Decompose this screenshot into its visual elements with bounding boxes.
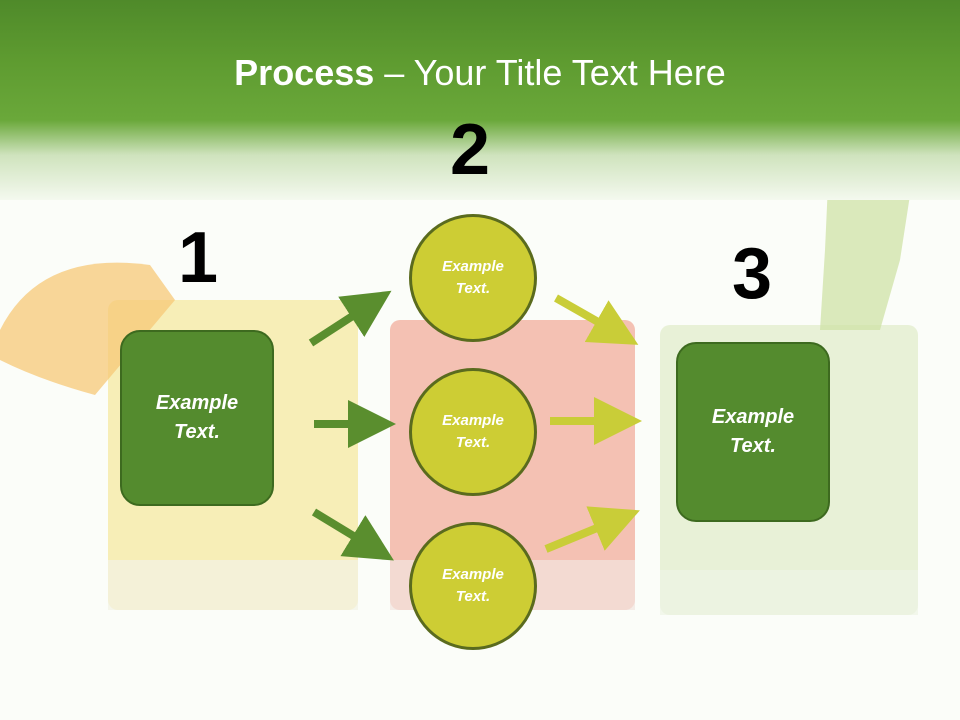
circle-bottom-label: Example Text.: [442, 565, 504, 606]
step-3-label: Example Text.: [711, 406, 795, 457]
arrow-1-to-top: [308, 290, 392, 347]
title-rest: – Your Title Text Here: [374, 52, 726, 93]
arrow-bottom-to-3: [544, 506, 640, 553]
title-banner: [0, 0, 960, 200]
step-1-label: Example Text.: [155, 392, 239, 443]
arrow-1-to-bottom: [311, 508, 394, 561]
arrow-top-to-3: [554, 294, 639, 345]
circle-middle-label: Example Text.: [442, 411, 504, 452]
step-2-circle-top[interactable]: Example Text.: [409, 214, 537, 342]
step-1-box[interactable]: Example Text.: [120, 330, 274, 506]
step-2-circle-middle[interactable]: Example Text.: [409, 368, 537, 496]
title-bold: Process: [234, 52, 375, 93]
slide-title: Process – Your Title Text Here: [0, 52, 960, 94]
step-1-number: 1: [178, 218, 219, 298]
step-3-number: 3: [732, 234, 773, 314]
step-3-box[interactable]: Example Text.: [676, 342, 830, 522]
circle-top-label: Example Text.: [442, 257, 504, 298]
step-2-circle-bottom[interactable]: Example Text.: [409, 522, 537, 650]
step-2-number: 2: [450, 110, 491, 190]
